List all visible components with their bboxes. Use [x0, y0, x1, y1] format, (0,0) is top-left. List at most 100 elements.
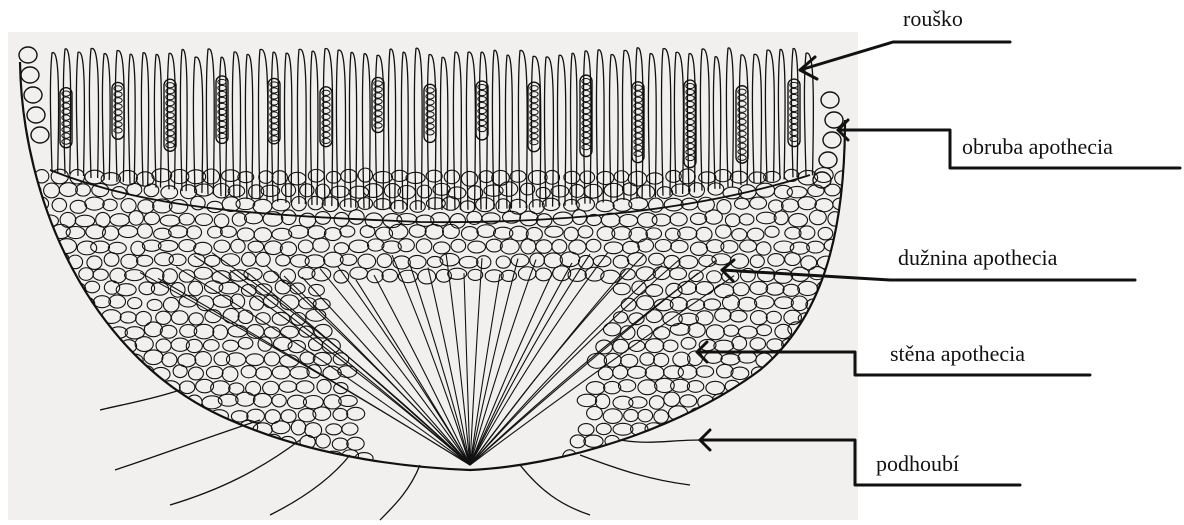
rim-cell	[31, 127, 49, 143]
cell	[49, 312, 68, 324]
rim-cell	[19, 47, 37, 63]
cell	[772, 435, 789, 450]
cell	[120, 312, 136, 323]
cell	[835, 394, 850, 408]
cell	[160, 325, 177, 338]
cell	[17, 173, 31, 184]
ascospore	[686, 149, 694, 154]
cell	[733, 283, 749, 296]
cell	[618, 380, 635, 392]
cell	[279, 381, 297, 392]
cell	[179, 213, 194, 225]
cell	[77, 463, 95, 476]
label-obruba: obruba apothecia	[962, 134, 1113, 160]
cell	[722, 295, 739, 310]
cell	[570, 435, 585, 448]
cell	[629, 397, 647, 408]
cell	[16, 198, 34, 210]
cell	[128, 382, 148, 394]
cell	[137, 255, 153, 266]
hypha-root	[520, 465, 590, 515]
cell	[748, 423, 764, 435]
cell	[397, 214, 417, 225]
cell	[731, 367, 749, 379]
cell	[815, 367, 834, 378]
cell	[103, 199, 117, 210]
cell	[213, 325, 228, 340]
cell	[382, 269, 397, 282]
cell	[326, 424, 342, 435]
cell	[241, 452, 256, 464]
cell	[171, 311, 188, 325]
cell	[360, 226, 375, 238]
cell	[774, 463, 792, 476]
cell	[461, 227, 478, 241]
cell	[690, 213, 706, 224]
cell	[213, 295, 233, 307]
cell	[686, 299, 704, 311]
cell	[85, 311, 100, 324]
cell	[104, 340, 118, 353]
cell	[70, 310, 86, 323]
cell	[649, 396, 664, 409]
cell	[195, 463, 213, 475]
cell	[144, 350, 163, 365]
cell	[253, 199, 272, 213]
cell	[36, 368, 51, 381]
cell	[750, 311, 767, 325]
cell	[732, 229, 747, 241]
paraphysis	[700, 49, 709, 191]
cell	[621, 269, 636, 280]
cell	[271, 421, 290, 434]
cell	[255, 450, 272, 464]
cell	[58, 382, 78, 394]
ascospore	[62, 139, 70, 144]
cell	[85, 197, 104, 210]
cell	[841, 240, 857, 252]
cell	[646, 228, 662, 239]
cell	[349, 210, 365, 224]
ascospore	[530, 140, 538, 145]
cell	[687, 465, 704, 479]
cell	[272, 366, 290, 379]
cell	[121, 340, 137, 353]
hypha-root	[270, 455, 350, 515]
cell	[173, 365, 187, 378]
cell	[418, 269, 436, 284]
paraphysis	[245, 54, 252, 199]
cell	[477, 256, 491, 269]
cell	[347, 407, 365, 420]
cell	[835, 256, 850, 270]
paraphysis	[76, 52, 84, 176]
cell	[832, 338, 848, 351]
cell	[162, 353, 177, 367]
cell	[188, 254, 205, 267]
cell	[442, 197, 459, 211]
cell	[23, 411, 43, 423]
cell	[254, 228, 272, 242]
cell	[790, 380, 809, 393]
rim-cell	[27, 107, 45, 123]
cell	[708, 183, 724, 195]
cell	[70, 366, 84, 379]
cell	[163, 297, 179, 312]
ascospore	[582, 145, 590, 150]
cell	[94, 324, 108, 336]
cell	[660, 451, 680, 464]
cell	[551, 186, 569, 197]
cell	[118, 226, 137, 238]
cell	[94, 409, 110, 424]
cell	[222, 367, 238, 382]
cell	[26, 436, 41, 448]
cell	[364, 464, 383, 478]
cell	[622, 183, 637, 195]
cell	[37, 421, 52, 435]
cell	[818, 227, 833, 239]
cell	[704, 299, 721, 310]
cell	[127, 406, 146, 420]
ascospore	[634, 145, 642, 150]
cell	[27, 212, 41, 224]
cell	[699, 255, 717, 266]
cell	[125, 437, 144, 449]
cell	[586, 239, 601, 252]
